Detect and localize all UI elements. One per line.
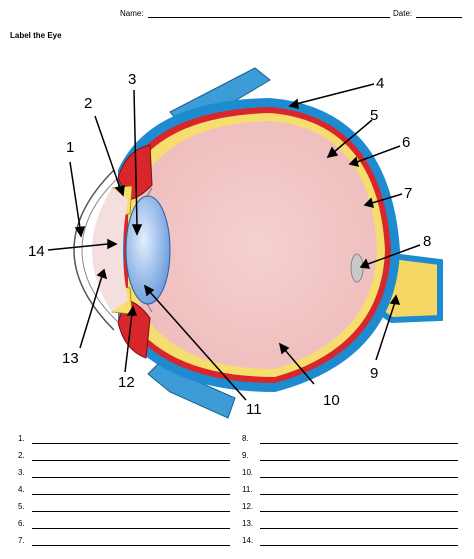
answer-row: 13.	[242, 519, 464, 531]
answer-line[interactable]	[32, 494, 230, 495]
answer-line[interactable]	[32, 443, 230, 444]
eye-diagram: 1 2 3 4 5 6 7 8 9 10 11 12 13 14	[28, 67, 443, 419]
answer-number: 8.	[242, 434, 249, 443]
callout-13: 13	[62, 350, 79, 367]
answer-number: 14.	[242, 536, 254, 545]
answer-number: 12.	[242, 502, 254, 511]
answer-line[interactable]	[260, 443, 458, 444]
answer-row: 8.	[242, 434, 464, 446]
page-title: Label the Eye	[10, 31, 62, 40]
name-field[interactable]	[148, 17, 390, 18]
callout-2: 2	[84, 95, 92, 112]
callout-8: 8	[423, 233, 431, 250]
answer-row: 2.	[18, 451, 238, 463]
answer-line[interactable]	[260, 511, 458, 512]
answer-number: 11.	[242, 485, 253, 494]
callout-5: 5	[370, 107, 378, 124]
answer-line[interactable]	[32, 545, 230, 546]
answer-line[interactable]	[32, 528, 230, 529]
date-label: Date:	[393, 9, 413, 18]
answer-row: 6.	[18, 519, 238, 531]
answer-row: 12.	[242, 502, 464, 514]
header: Name: Date:	[0, 0, 474, 24]
answer-line[interactable]	[260, 494, 458, 495]
name-label: Name:	[120, 9, 144, 18]
answer-row: 9.	[242, 451, 464, 463]
answer-number: 2.	[18, 451, 25, 460]
callout-4: 4	[376, 75, 384, 92]
answer-line[interactable]	[260, 545, 458, 546]
answer-row: 3.	[18, 468, 238, 480]
answer-row: 10.	[242, 468, 464, 480]
answer-number: 6.	[18, 519, 25, 528]
callout-10: 10	[323, 392, 340, 409]
answer-number: 9.	[242, 451, 249, 460]
callout-14: 14	[28, 243, 45, 260]
answer-row: 11.	[242, 485, 464, 497]
optic-disc	[350, 253, 364, 283]
answer-row: 7.	[18, 536, 238, 548]
answer-number: 10.	[242, 468, 254, 477]
answer-line[interactable]	[260, 460, 458, 461]
answer-number: 1.	[18, 434, 25, 443]
date-field[interactable]	[416, 17, 462, 18]
callout-12: 12	[118, 374, 135, 391]
callout-3: 3	[128, 71, 136, 88]
answer-line[interactable]	[260, 477, 458, 478]
callout-7: 7	[404, 185, 412, 202]
answer-row: 1.	[18, 434, 238, 446]
callout-1: 1	[66, 139, 74, 156]
answer-number: 3.	[18, 468, 25, 477]
answer-row: 5.	[18, 502, 238, 514]
vitreous-body	[138, 121, 377, 369]
answer-number: 13.	[242, 519, 254, 528]
answer-line[interactable]	[32, 511, 230, 512]
answer-number: 7.	[18, 536, 25, 545]
answer-line[interactable]	[260, 528, 458, 529]
answer-line[interactable]	[32, 477, 230, 478]
callout-9: 9	[370, 365, 378, 382]
callout-6: 6	[402, 134, 410, 151]
answer-row: 4.	[18, 485, 238, 497]
answer-number: 4.	[18, 485, 25, 494]
callout-11: 11	[246, 401, 262, 418]
answer-line[interactable]	[32, 460, 230, 461]
answer-row: 14.	[242, 536, 464, 548]
answer-number: 5.	[18, 502, 25, 511]
lower-muscle	[147, 363, 236, 419]
